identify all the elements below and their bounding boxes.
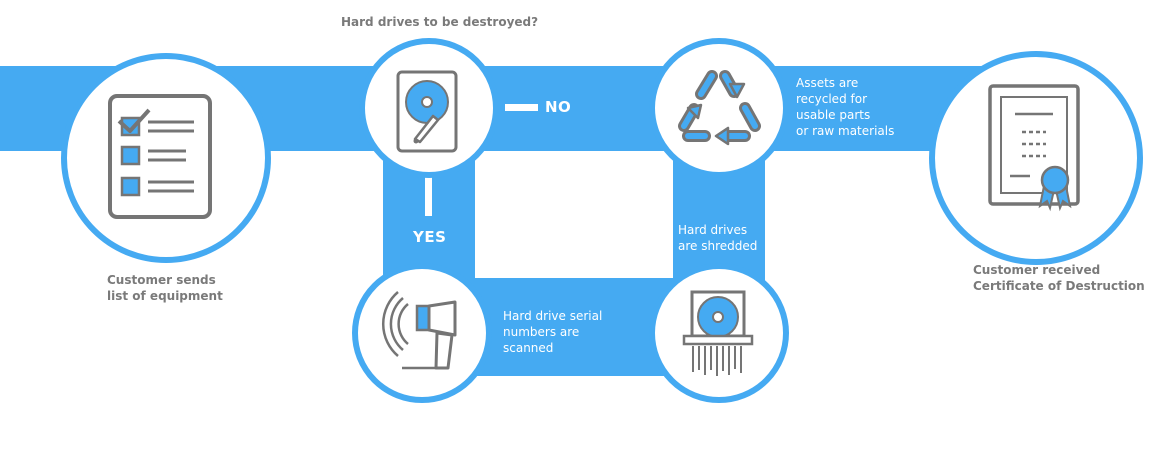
customer-sends-caption: Customer sends list of equipment [107,273,223,303]
recycle-circle [649,38,789,178]
yes-connector-line [425,170,432,216]
no-label: NO [545,98,572,116]
barcode-scanner-icon [381,291,457,370]
checklist-icon [108,94,212,219]
certificate-circle [929,51,1143,265]
customer-sends-circle [61,53,271,263]
hard-drive-icon [396,70,458,153]
recycle-caption: Assets are recycled for usable parts or … [796,76,895,138]
scan-caption: Hard drive serial numbers are scanned [503,309,603,355]
yes-label: YES [413,228,447,246]
certificate-caption: Customer received Certificate of Destruc… [973,263,1145,293]
shredder-icon [682,290,754,376]
no-connector-line [505,104,538,111]
recycle-icon [678,70,761,146]
decision-question: Hard drives to be destroyed? [341,15,539,29]
certificate-icon [988,84,1080,212]
shred-caption: Hard drives are shredded [678,223,758,253]
scan-circle [352,263,492,403]
step-circles [61,38,1143,403]
